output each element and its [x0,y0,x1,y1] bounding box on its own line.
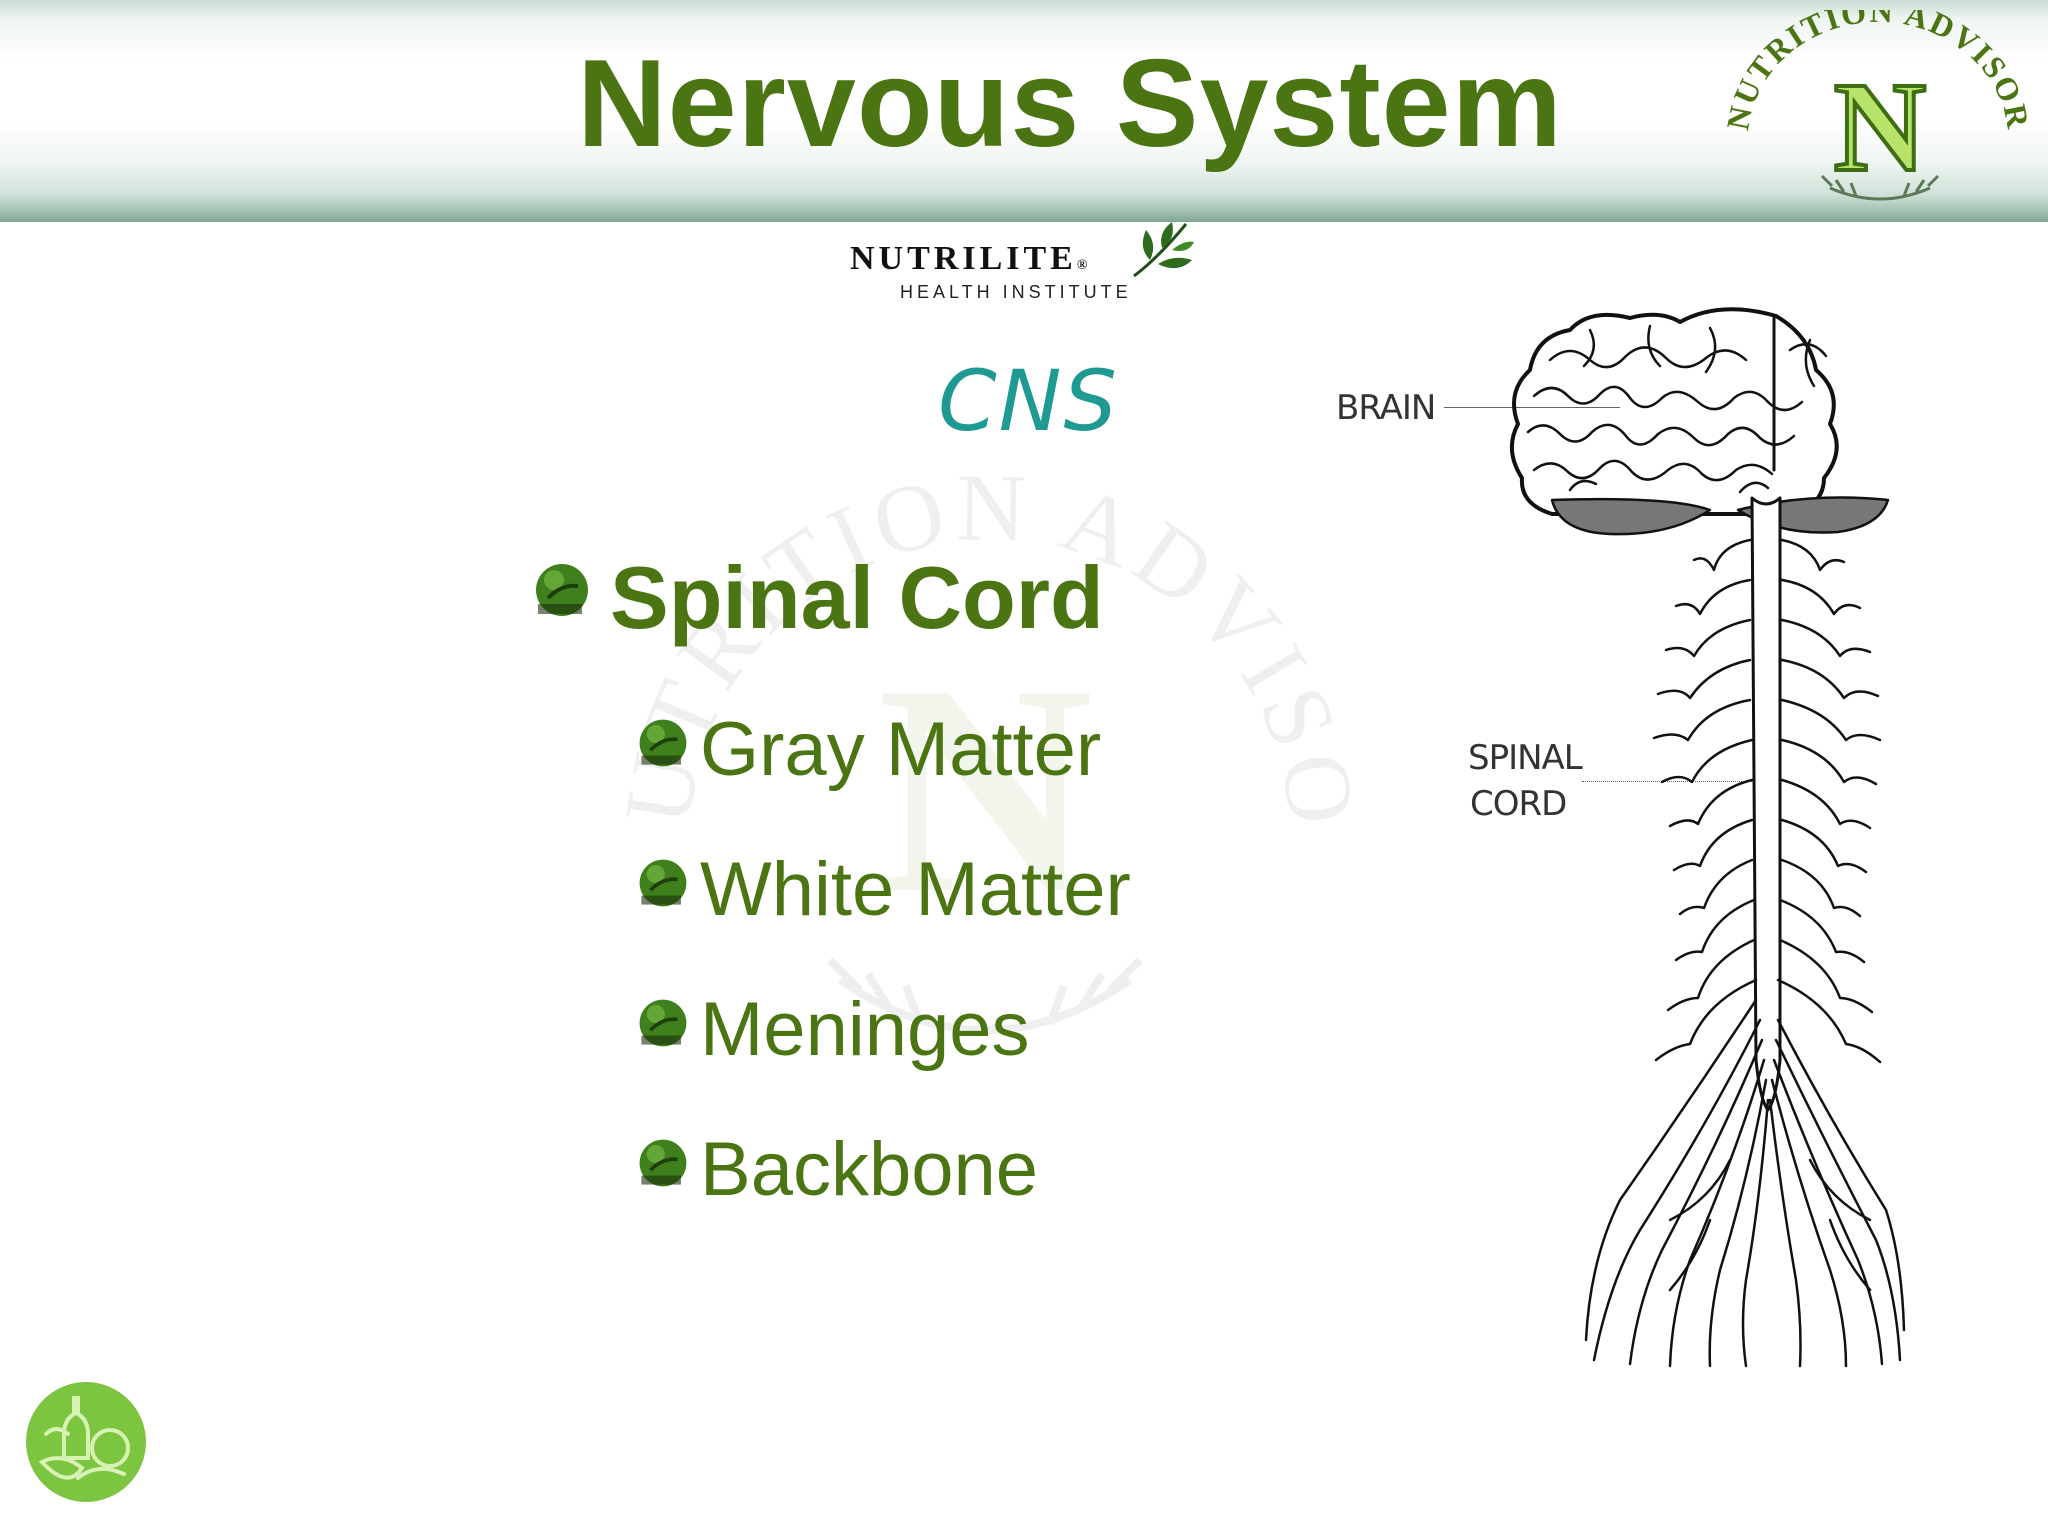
leaf-bullet-icon [639,999,687,1047]
registered-mark: ® [1076,258,1088,273]
sub-point-white-matter: White Matter [700,847,1131,932]
sub-point-backbone: Backbone [700,1127,1039,1212]
watermark-seal: NUTRITION ADVISOR N [620,420,1350,1034]
brand-subtitle: HEALTH INSTITUTE [900,282,1132,302]
svg-text:N: N [1834,56,1926,198]
slide-title: Nervous System [577,35,1563,173]
spinal-cord-label-line1: SPINAL [1468,738,1583,778]
sub-point-meninges: Meninges [700,987,1030,1072]
brain-outline [1510,307,1839,516]
cauda-equina [1584,998,1906,1368]
spinal-cord-leader-line [1582,781,1778,782]
spinal-cord [1750,496,1782,1112]
cerebellum-left [1550,497,1712,536]
fruit-vegetable-circle-icon [26,1382,146,1502]
brain-gyri [1526,324,1828,494]
leaf-bullet-icon [536,564,588,616]
main-point: Spinal Cord [610,548,1104,647]
nutrilite-logo: NUTRILITE® HEALTH INSTITUTE [850,218,1194,308]
left-spinal-nerves [1652,538,1758,1062]
leaf-bullet-icon [639,859,687,907]
leaf-bullet-icon [639,719,687,767]
brand-name: NUTRILITE [850,240,1077,277]
brain-leader-line [1444,407,1620,408]
sub-point-gray-matter: Gray Matter [700,707,1102,792]
title-banner [0,0,2048,222]
nutrition-advisor-seal: NUTRITION ADVISOR N [1720,10,2030,201]
brain-label: BRAIN [1336,388,1436,428]
right-spinal-nerves [1776,538,1882,1064]
spinal-cord-label-line2: CORD [1470,784,1567,824]
nutrilite-leaf-icon [1133,222,1194,278]
brain-spinal-cord-illustration [1510,307,1906,1368]
section-heading: CNS [938,352,1119,450]
leaf-bullet-icon [639,1139,687,1187]
svg-text:N: N [877,623,1094,955]
